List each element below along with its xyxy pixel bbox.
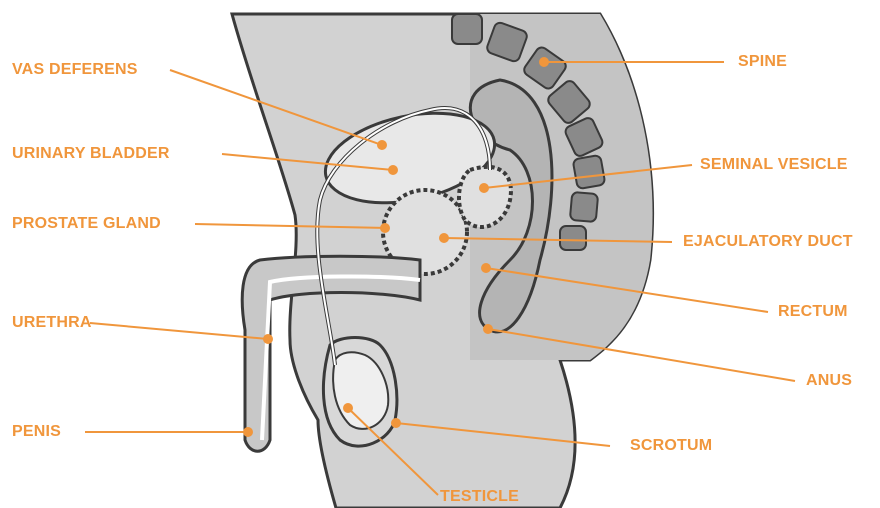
label-seminal-vesicle: SEMINAL VESICLE (700, 156, 848, 174)
label-prostate-gland: PROSTATE GLAND (12, 215, 161, 233)
label-urinary-bladder: URINARY BLADDER (12, 145, 170, 163)
label-vas-deferens: VAS DEFERENS (12, 61, 138, 79)
label-penis: PENIS (12, 423, 61, 441)
label-ejaculatory-duct: EJACULATORY DUCT (683, 233, 853, 251)
label-testicle: TESTICLE (440, 488, 519, 506)
label-rectum: RECTUM (778, 303, 848, 321)
label-scrotum: SCROTUM (630, 437, 712, 455)
label-anus: ANUS (806, 372, 852, 390)
label-urethra: URETHRA (12, 314, 92, 332)
label-spine: SPINE (738, 53, 787, 71)
